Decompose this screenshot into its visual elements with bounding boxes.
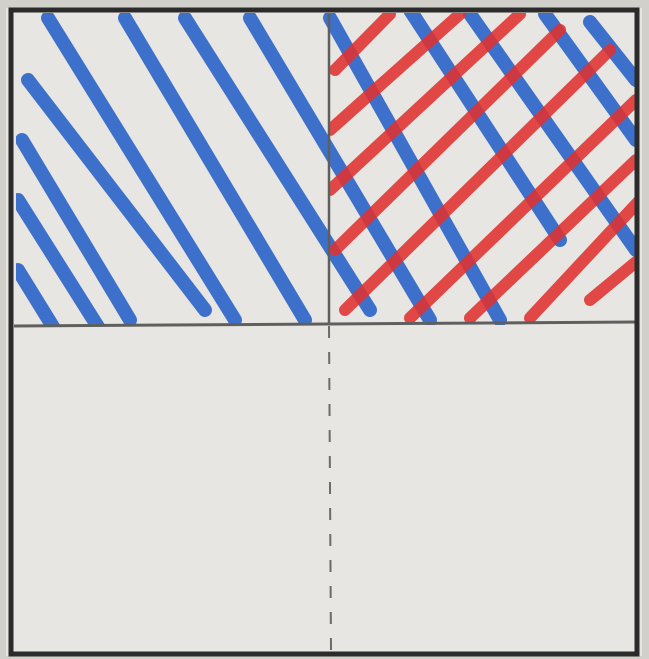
fraction-diagram [0,0,649,659]
figure-stage [0,0,649,659]
